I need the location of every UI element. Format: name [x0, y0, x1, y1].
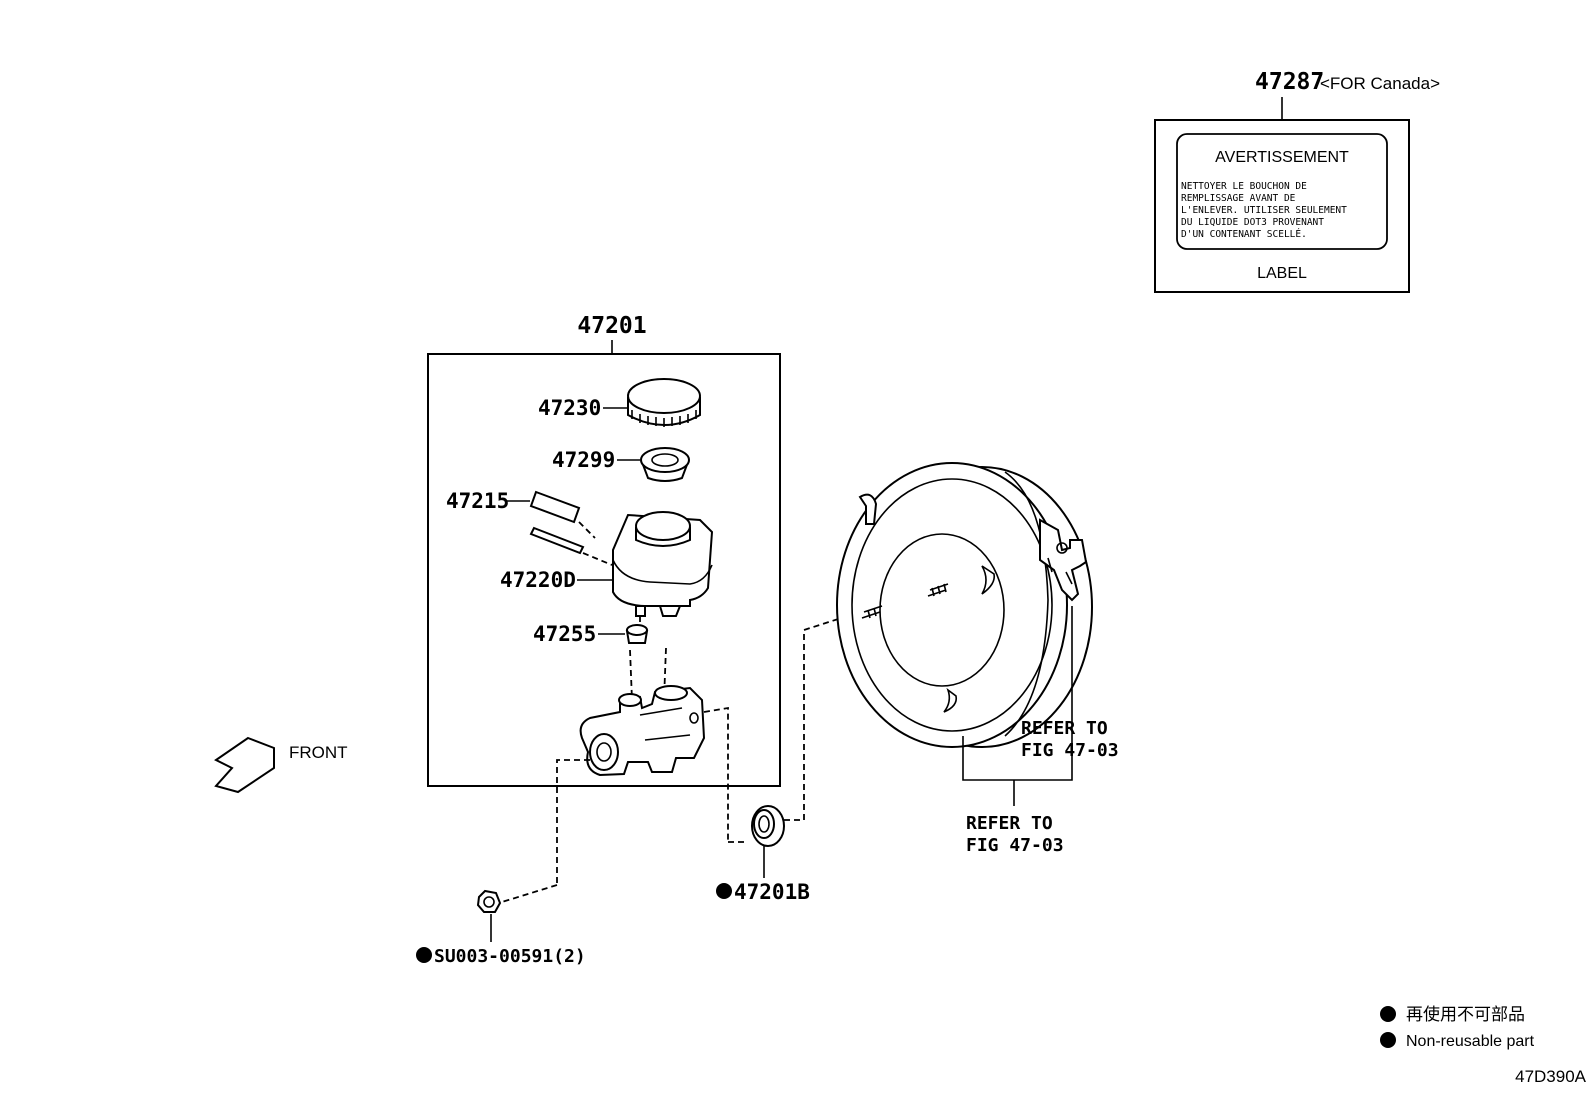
assembly-dashed-line [784, 611, 861, 821]
figure-id: 47D390A [1515, 1067, 1587, 1086]
part-number-47215[interactable]: 47215 [446, 489, 509, 513]
master-cylinder-body-part[interactable] [579, 685, 706, 777]
part-number-47299[interactable]: 47299 [552, 448, 615, 472]
refer-note-a-line1: REFER TO [1021, 718, 1108, 739]
nut-part[interactable] [476, 889, 502, 913]
canada-note: <FOR Canada> [1320, 74, 1440, 93]
legend-jp: 再使用不可部品 [1406, 1004, 1525, 1024]
legend-bullet-icon [1380, 1032, 1396, 1048]
sticker-text-line: REMPLISSAGE AVANT DE [1181, 193, 1296, 204]
reservoir-pin-part[interactable] [529, 490, 585, 555]
refer-note-a-line2: FIG 47-03 [1021, 740, 1119, 761]
front-label: FRONT [289, 743, 348, 762]
assembly-dashed-line [578, 521, 613, 566]
refer-note-b-line1: REFER TO [966, 813, 1053, 834]
part-number-47201[interactable]: 47201 [577, 313, 646, 339]
warning-sticker [1176, 133, 1388, 250]
legend-bullet-icon [1380, 1006, 1396, 1022]
assembly-dashed-line [501, 884, 558, 903]
refer-bracket [962, 606, 1073, 781]
strainer-part[interactable] [640, 447, 690, 482]
brake-booster-part[interactable] [836, 462, 1093, 748]
part-number-47287[interactable]: 47287 [1255, 69, 1324, 95]
sticker-text-line: L'ENLEVER. UTILISER SEULEMENT [1181, 205, 1347, 216]
refer-note-b-line2: FIG 47-03 [966, 835, 1064, 856]
front-arrow-icon [214, 736, 275, 794]
reservoir-tank-part[interactable] [612, 511, 714, 617]
part-number-47220D[interactable]: 47220D [500, 568, 576, 592]
sticker-text-line: D'UN CONTENANT SCELLÉ. [1181, 228, 1307, 240]
grommet-part[interactable] [625, 624, 649, 644]
label-caption: LABEL [1257, 265, 1307, 282]
part-number-SU003-00591[interactable]: SU003-00591(2) [434, 946, 586, 967]
legend-en: Non-reusable part [1406, 1033, 1535, 1050]
sticker-text-line: NETTOYER LE BOUCHON DE [1181, 181, 1307, 192]
seal-part[interactable] [751, 805, 785, 847]
part-number-47255[interactable]: 47255 [533, 622, 596, 646]
assembly-dashed-line [556, 759, 590, 885]
non-reusable-marker [416, 947, 432, 963]
assembly-dashed-line [703, 706, 729, 842]
part-number-47201B[interactable]: 47201B [734, 880, 810, 904]
sticker-text-line: DU LIQUIDE DOT3 PROVENANT [1181, 217, 1324, 228]
part-number-47230[interactable]: 47230 [538, 396, 601, 420]
assembly-frame-47201 [427, 353, 781, 787]
non-reusable-marker [716, 883, 732, 899]
reservoir-cap-part[interactable] [627, 378, 701, 427]
sticker-heading: AVERTISSEMENT [1215, 149, 1349, 166]
